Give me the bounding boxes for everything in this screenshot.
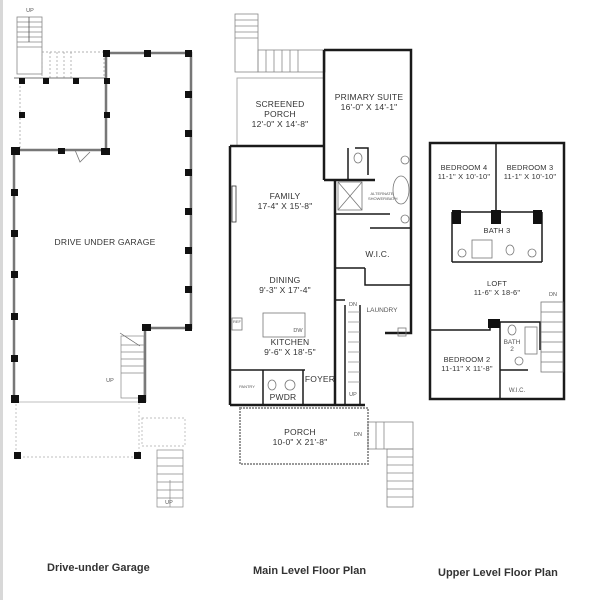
room-name: BEDROOM 4	[440, 163, 488, 172]
room-bath-2: BATH 2	[502, 339, 522, 354]
room-dims: 12'-0" X 14'-8"	[251, 118, 309, 129]
foyer-up-label: UP	[349, 392, 357, 398]
laundry-dn-label: DN	[349, 302, 357, 308]
pantry-label: PANTRY	[239, 384, 255, 389]
room-dims: 17-4" X 15'-8"	[257, 200, 313, 211]
room-dims: 11-6" X 18-6"	[473, 287, 521, 297]
caption-main-level: Main Level Floor Plan	[253, 565, 367, 577]
room-name: FAMILY	[269, 191, 301, 201]
room-dims: 10-0" X 21'-8"	[272, 436, 328, 447]
room-name: PORCH	[284, 427, 316, 437]
garage-plan	[11, 16, 193, 508]
room-foyer: FOYER	[304, 374, 336, 384]
room-name: PRIMARY SUITE	[334, 92, 404, 102]
garage-walls	[12, 51, 193, 402]
upper-dn-label: DN	[549, 292, 557, 298]
main-level-plan	[228, 13, 414, 508]
room-name: LOFT	[487, 279, 507, 288]
caption-upper-level: Upper Level Floor Plan	[438, 567, 558, 579]
garage-up-label-bottom: UP	[165, 500, 173, 506]
room-bedroom-3: BEDROOM 3 11-1" X 10'-10"	[498, 163, 562, 181]
upper-walls	[428, 141, 566, 401]
room-bedroom-2: BEDROOM 2 11-11" X 11'-8"	[434, 355, 500, 373]
dishwasher-label: DW	[293, 328, 303, 334]
room-name: DINING	[269, 275, 301, 285]
upper-level-plan	[428, 141, 566, 401]
room-name: BATH	[503, 339, 521, 346]
room-name: SCREENED PORCH	[255, 99, 305, 119]
room-laundry: LAUNDRY	[366, 307, 398, 314]
room-kitchen: KITCHEN 9'-6" X 18'-5"	[250, 337, 330, 358]
room-wic-main: W.I.C.	[365, 249, 390, 259]
room-powder: PWDR	[269, 392, 297, 402]
room-dims: 16'-0" X 14'-1"	[340, 101, 398, 112]
room-primary-suite: PRIMARY SUITE 16'-0" X 14'-1"	[328, 92, 410, 113]
room-family: FAMILY 17-4" X 15'-8"	[240, 191, 330, 212]
room-dims: 11-1" X 10'-10"	[437, 171, 491, 181]
caption-garage: Drive-under Garage	[47, 562, 150, 574]
garage-bottom-stair	[156, 449, 184, 508]
room-bath-3: BATH 3	[483, 226, 511, 235]
room-dining: DINING 9'-3" X 17'-4"	[240, 275, 330, 296]
room-name: BEDROOM 2	[443, 355, 491, 364]
porch-dn-label: DN	[354, 432, 362, 438]
refrigerator-label: REF	[233, 319, 241, 324]
room-loft: LOFT 11-6" X 18-6"	[455, 279, 539, 297]
room-dims: 11-1" X 10'-10"	[503, 171, 557, 181]
room-number: 2	[510, 346, 514, 354]
garage-up-label-stair: UP	[106, 378, 114, 384]
room-wic-upper: W.I.C.	[508, 388, 526, 394]
image-left-border	[0, 0, 3, 600]
room-name: KITCHEN	[270, 337, 310, 347]
garage-up-label-top: UP	[26, 8, 34, 14]
garage-top-landing	[19, 51, 105, 148]
alternate-bath-note: ALTERNATE SHOWER/BATH	[368, 191, 398, 201]
garage-posts	[11, 50, 192, 459]
room-bedroom-4: BEDROOM 4 11-1" X 10'-10"	[432, 163, 496, 181]
room-drive-under-garage: DRIVE UNDER GARAGE	[54, 237, 156, 247]
room-screened-porch: SCREENED PORCH 12'-0" X 14'-8"	[240, 99, 320, 129]
room-dims: 11-11" X 11'-8"	[441, 363, 493, 373]
room-porch: PORCH 10-0" X 21'-8"	[250, 427, 350, 448]
garage-interior-stair	[119, 332, 145, 399]
room-name: BEDROOM 3	[506, 163, 554, 172]
garage-top-stair	[16, 16, 43, 75]
room-dims: 9'-6" X 18'-5"	[264, 346, 316, 357]
room-dims: 9'-3" X 17'-4"	[259, 284, 311, 295]
